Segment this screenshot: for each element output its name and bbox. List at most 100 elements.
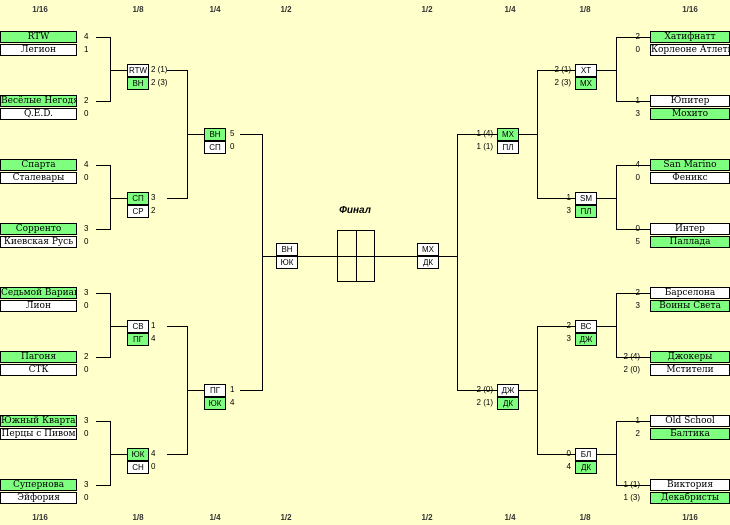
round-label-left-2-top: 1/2 bbox=[280, 5, 292, 14]
left-r8-team: СП bbox=[127, 192, 149, 205]
right-r8-score: 3 bbox=[566, 206, 571, 215]
left-r8-team: ПГ bbox=[127, 333, 149, 346]
right-r16-score: 1 (1) bbox=[610, 479, 640, 491]
round-label-right-2-top: 1/2 bbox=[421, 5, 433, 14]
round-label-left-8-top: 1/8 bbox=[132, 5, 144, 14]
right-r8-score: 4 bbox=[566, 462, 571, 471]
bracket-line bbox=[616, 37, 650, 38]
right-r16-team: Виктория bbox=[650, 479, 730, 491]
bracket-line bbox=[537, 454, 575, 455]
right-r16-team: San Marino bbox=[650, 159, 730, 171]
bracket-line bbox=[597, 198, 616, 199]
round-label-left-8-bottom: 1/8 bbox=[132, 513, 144, 522]
bracket-line bbox=[167, 454, 187, 455]
right-r16-score: 2 bbox=[610, 31, 640, 43]
left-r16-team: Сорренто bbox=[0, 223, 77, 235]
right-r8-score: 2 (1) bbox=[541, 64, 571, 76]
round-label-right-16-bottom: 1/16 bbox=[682, 513, 698, 522]
bracket-line bbox=[537, 70, 575, 71]
right-r16-score: 0 bbox=[635, 173, 640, 182]
right-r16-team: Интер bbox=[650, 223, 730, 235]
bracket-line bbox=[616, 357, 650, 358]
left-r16-score: 4 bbox=[84, 160, 89, 169]
round-label-right-8-top: 1/8 bbox=[579, 5, 591, 14]
right-r8-team: МХ bbox=[575, 77, 597, 90]
right-r16-score: 1 (3) bbox=[623, 493, 640, 502]
right-r16-score: 5 bbox=[635, 237, 640, 246]
left-r16-score: 3 bbox=[84, 288, 89, 297]
round-label-left-16-top: 1/16 bbox=[32, 5, 48, 14]
left-r4-team: СП bbox=[204, 141, 226, 154]
left-r16-score: 2 bbox=[84, 352, 89, 361]
bracket-line bbox=[616, 421, 650, 422]
left-r16-team: Пагоня bbox=[0, 351, 77, 363]
left-r16-score: 3 bbox=[84, 416, 89, 425]
right-r16-score: 3 bbox=[635, 301, 640, 310]
bracket-line bbox=[298, 256, 337, 257]
bracket-line bbox=[537, 70, 538, 199]
right-r16-team: Мохито bbox=[650, 108, 730, 120]
bracket-line bbox=[187, 134, 204, 135]
left-r8-score: 2 bbox=[151, 206, 156, 215]
round-label-right-16-top: 1/16 bbox=[682, 5, 698, 14]
left-r2-team: ЮК bbox=[276, 256, 298, 269]
round-label-left-2-bottom: 1/2 bbox=[280, 513, 292, 522]
right-r4-score: 2 (0) bbox=[463, 384, 493, 396]
right-r16-score: 2 bbox=[635, 429, 640, 438]
right-r16-team: Декабристы bbox=[650, 492, 730, 504]
left-r8-score: 4 bbox=[151, 334, 156, 343]
bracket-line bbox=[616, 165, 617, 230]
left-r8-team: СН bbox=[127, 461, 149, 474]
right-r8-score: 2 bbox=[541, 320, 571, 332]
bracket-line bbox=[167, 326, 187, 327]
bracket-line bbox=[187, 390, 204, 391]
right-r16-score: 1 bbox=[610, 95, 640, 107]
bracket-line bbox=[240, 390, 262, 391]
left-r16-score: 0 bbox=[84, 301, 89, 310]
right-r16-team: Феникс bbox=[650, 172, 730, 184]
final-label: Финал bbox=[339, 205, 371, 216]
right-r8-team: ДЖ bbox=[575, 333, 597, 346]
right-r16-team: Балтика bbox=[650, 428, 730, 440]
bracket-line bbox=[96, 229, 110, 230]
left-r16-team: Южный Квартал bbox=[0, 415, 77, 427]
bracket-line bbox=[616, 421, 617, 486]
right-r16-team: Воины Света bbox=[650, 300, 730, 312]
bracket-line bbox=[96, 101, 110, 102]
bracket-line bbox=[537, 326, 575, 327]
bracket-line bbox=[262, 134, 263, 391]
right-r8-team: ДК bbox=[575, 461, 597, 474]
bracket-line bbox=[110, 454, 127, 455]
bracket-line bbox=[96, 485, 110, 486]
bracket-line bbox=[262, 256, 276, 257]
bracket-line bbox=[110, 70, 127, 71]
left-r16-score: 3 bbox=[84, 224, 89, 233]
left-r8-score: 2 (3) bbox=[151, 78, 168, 87]
bracket-line bbox=[597, 70, 616, 71]
bracket-line bbox=[110, 165, 111, 230]
left-r16-team: Суперновa bbox=[0, 479, 77, 491]
right-r16-team: Old School bbox=[650, 415, 730, 427]
bracket-line bbox=[110, 198, 127, 199]
round-label-left-4-top: 1/4 bbox=[209, 5, 221, 14]
bracket-line bbox=[96, 37, 110, 38]
bracket-line bbox=[519, 390, 537, 391]
left-r16-team: Легион bbox=[0, 44, 77, 56]
right-r16-team: Джокеры bbox=[650, 351, 730, 363]
left-r16-team: Седьмой Вариант bbox=[0, 287, 77, 299]
bracket-line bbox=[96, 357, 110, 358]
right-r8-team: SM bbox=[575, 192, 597, 205]
right-r8-score: 1 bbox=[541, 192, 571, 204]
left-r4-team: ЮК bbox=[204, 397, 226, 410]
bracket-line bbox=[110, 326, 127, 327]
final-box bbox=[337, 230, 375, 282]
left-r16-score: 0 bbox=[84, 429, 89, 438]
bracket-line bbox=[537, 198, 575, 199]
bracket-line bbox=[597, 326, 616, 327]
right-r16-team: Хатифнатт bbox=[650, 31, 730, 43]
left-r16-team: Сталевары bbox=[0, 172, 77, 184]
right-r2-team: ДК bbox=[417, 256, 439, 269]
left-r4-team: ВН bbox=[204, 128, 226, 141]
right-r16-team: Корлеоне Атлетик bbox=[650, 44, 730, 56]
left-r16-score: 2 bbox=[84, 96, 89, 105]
